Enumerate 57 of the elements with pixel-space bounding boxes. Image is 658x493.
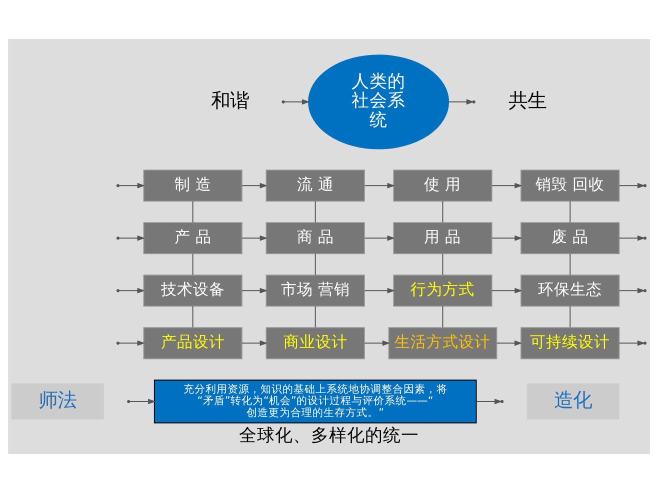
arrow bbox=[118, 288, 146, 294]
node-box: 商业设计 bbox=[266, 327, 365, 360]
node-box: 用 品 bbox=[393, 222, 492, 254]
arrow bbox=[492, 182, 522, 188]
connector bbox=[192, 200, 194, 223]
arrow bbox=[118, 235, 146, 241]
arrow bbox=[364, 182, 396, 188]
connector bbox=[192, 306, 194, 328]
arrow bbox=[496, 340, 522, 346]
connector bbox=[442, 253, 444, 276]
node-box: 技术设备 bbox=[143, 274, 242, 307]
connector bbox=[442, 200, 444, 223]
arrow bbox=[364, 288, 396, 294]
arrow bbox=[448, 99, 474, 105]
arrow bbox=[118, 340, 146, 346]
arrow bbox=[618, 288, 646, 294]
node-box: 充分利用资源，知识的基础上系统地协调整合因素，将“矛盾”转化为“机会”的设计过程与评价系统——“创造更为合理的生存方式。” bbox=[154, 380, 477, 424]
label: 共生 bbox=[508, 88, 546, 112]
node-box: 环保生态 bbox=[520, 274, 620, 307]
node-box: 流 通 bbox=[266, 170, 365, 202]
label: 和谐 bbox=[210, 88, 249, 112]
node-box: 制 造 bbox=[143, 170, 242, 202]
arrow bbox=[492, 288, 522, 294]
node-box: 生活方式设计 bbox=[388, 327, 498, 360]
arrow bbox=[284, 99, 310, 105]
connector bbox=[442, 306, 444, 328]
caption: 全球化、多样化的统一 bbox=[239, 426, 419, 446]
arrow bbox=[492, 235, 522, 241]
connector bbox=[314, 306, 316, 328]
node-box: 废 品 bbox=[520, 222, 620, 254]
node-box: 销毁 回收 bbox=[520, 170, 620, 202]
node-box: 产 品 bbox=[143, 222, 242, 254]
connector bbox=[314, 200, 316, 223]
connector bbox=[570, 200, 571, 223]
node-box: 可持续设计 bbox=[520, 327, 620, 360]
arrow bbox=[242, 288, 268, 294]
arrow bbox=[242, 340, 268, 346]
arrow bbox=[129, 398, 156, 404]
node-box: 使 用 bbox=[393, 170, 492, 202]
arrow bbox=[242, 182, 268, 188]
arrow bbox=[618, 235, 646, 241]
node-box: 市场 营销 bbox=[266, 274, 365, 307]
arrow bbox=[118, 182, 146, 188]
connector bbox=[570, 253, 571, 276]
arrow bbox=[618, 182, 646, 188]
connector bbox=[570, 306, 571, 328]
arrow bbox=[618, 340, 646, 346]
arrow bbox=[364, 340, 390, 346]
node-box: 行为方式 bbox=[393, 274, 492, 307]
connector bbox=[192, 253, 194, 276]
arrow bbox=[242, 235, 268, 241]
arrow bbox=[476, 398, 502, 404]
node-box: 商 品 bbox=[266, 222, 365, 254]
connector bbox=[314, 253, 316, 276]
node-box: 产品设计 bbox=[143, 327, 242, 360]
node-ellipse: 人类的社会系统 bbox=[308, 54, 450, 150]
arrow bbox=[364, 235, 396, 241]
